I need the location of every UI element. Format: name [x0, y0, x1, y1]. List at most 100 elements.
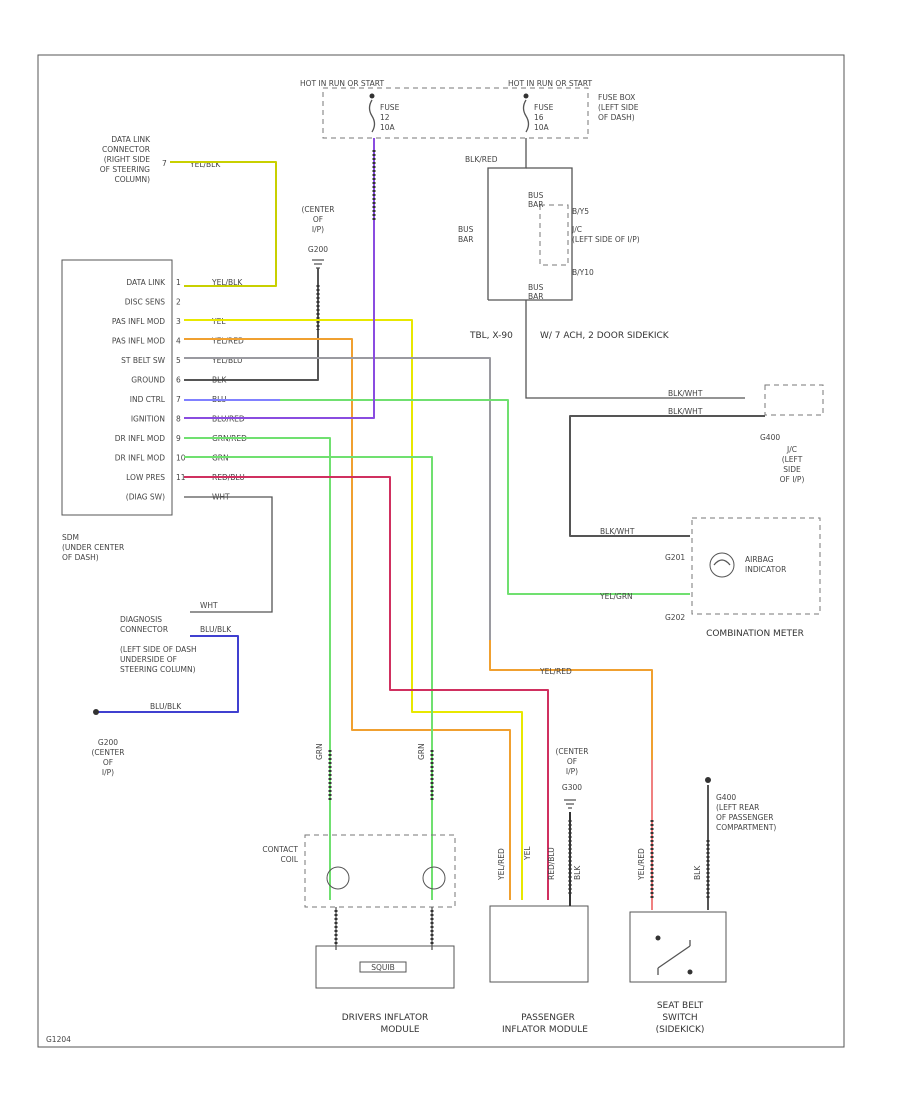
vertical-wire-label: GRN [417, 743, 426, 760]
sdm-pin-number: 3 [176, 317, 181, 326]
ground-wire [184, 268, 319, 381]
airbag-wire-in: BLK/WHT [600, 527, 635, 536]
bus-bar-wire [487, 138, 527, 300]
data-link-wire-label: YEL/BLK [189, 160, 221, 169]
bus-bar-top: BUS [528, 191, 544, 200]
airbag-indicator-lamp [709, 552, 735, 578]
passenger-inflator-module: (CENTER OF I/P) G300 PASSENGER INFLATOR … [489, 747, 589, 1035]
contact-coil: CONTACT COIL [262, 834, 456, 908]
sdm-label: (UNDER CENTER [62, 543, 124, 552]
fuse-right-terminal [523, 93, 529, 99]
sdm-pin-label: GROUND [131, 376, 165, 385]
sdm-pin-label: LOW PRES [126, 473, 165, 482]
footer-code: G1204 [46, 1035, 71, 1044]
sdm-pin-label: IND CTRL [130, 395, 166, 404]
jc-right-label: (LEFT [782, 455, 803, 464]
ground-label: I/P) [312, 225, 324, 234]
bus-bar-bottom: BUS [528, 283, 544, 292]
sdm-pin-number: 10 [176, 454, 186, 463]
contact-coil-box [304, 834, 456, 908]
jc-down-wire [525, 300, 745, 399]
jc-right-label: J/C [786, 445, 797, 454]
door-note: W/ 7 ACH, 2 DOOR SIDEKICK [540, 331, 670, 341]
ground-label: (CENTER [301, 205, 334, 214]
g400-label: G400 [760, 433, 780, 442]
jc-right-label: SIDE [783, 465, 801, 474]
sdm-pin-number: 2 [176, 298, 181, 307]
bus-bar-right [488, 167, 573, 301]
airbag-indicator-label: AIRBAG [745, 555, 774, 564]
passenger-ground-symbol [564, 799, 576, 809]
sdm-pin-label: (DIAG SW) [126, 493, 165, 502]
g200-label: G200 [98, 738, 118, 747]
jc-label: B/Y5 [572, 207, 589, 216]
wire-yel-blu [184, 357, 491, 640]
fuse-box-note: OF DASH) [598, 113, 635, 122]
sdm-wire-label: BLK [212, 376, 227, 385]
body-note: TBL, X-90 [469, 331, 513, 341]
sdm-pin-number: 8 [176, 415, 181, 424]
driver-squib [359, 961, 407, 973]
diag-wire-2: BLU/BLK [200, 625, 232, 634]
vertical-wire-label: RED/BLU [547, 847, 556, 880]
bus-bar-bottom: BAR [528, 292, 544, 301]
switch-pivot [655, 935, 661, 941]
bus-bar-top: BAR [528, 200, 544, 209]
driver-module-label: MODULE [380, 1025, 419, 1035]
passenger-module-box [489, 905, 589, 983]
driver-module-wires [335, 907, 433, 950]
ground-label: G200 [308, 245, 328, 254]
jc-right-label: OF I/P) [780, 475, 805, 484]
switch-contact [657, 940, 691, 975]
data-link-connector: DATA LINK CONNECTOR (RIGHT SIDE OF STEER… [100, 135, 277, 287]
wire-wht [184, 496, 273, 613]
sdm-pin-label: IGNITION [131, 415, 165, 424]
wire-red-blu [184, 476, 549, 900]
connector-markers [316, 150, 710, 945]
coil-left [326, 866, 350, 890]
data-link-pin: 7 [162, 159, 167, 168]
seat-belt-switch: G400 (LEFT REAR OF PASSENGER COMPARTMENT… [629, 793, 776, 1035]
seat-belt-ground-terminal [705, 777, 711, 783]
contact-coil-label: COIL [280, 855, 298, 864]
sdm-wire-label: YEL/RED [211, 337, 244, 346]
sdm-pin-number: 9 [176, 434, 181, 443]
sdm-pin-number: 6 [176, 376, 181, 385]
sdm-pin-label: DISC SENS [125, 298, 165, 307]
jc-return-wire [569, 415, 765, 537]
wire-yel [184, 319, 523, 900]
passenger-ground-label: OF [567, 757, 577, 766]
fuse-right-number: 16 [534, 113, 544, 122]
fuse-header-left: HOT IN RUN OR START [300, 79, 384, 88]
fuse-left-amp: 10A [380, 123, 396, 132]
vertical-wire-label: YEL/RED [497, 848, 506, 881]
switch-pivot [687, 969, 693, 975]
sdm-label: OF DASH) [62, 553, 99, 562]
passenger-module-label: INFLATOR MODULE [502, 1025, 588, 1035]
seat-belt-switch-box [629, 911, 727, 983]
diagnosis-connector: DIAGNOSIS CONNECTOR (LEFT SIDE OF DASH U… [91, 601, 239, 777]
ground-symbol [312, 259, 324, 269]
driver-squib-label: SQUIB [371, 963, 395, 972]
g202-label: G202 [665, 613, 685, 622]
diag-wire-1: WHT [200, 601, 218, 610]
g201-label: G201 [665, 553, 685, 562]
seat-belt-label: SWITCH [662, 1013, 697, 1023]
seat-belt-label: (SIDEKICK) [656, 1025, 705, 1035]
sdm-wire-label: YEL [211, 317, 226, 326]
sdm-pin-number: 11 [176, 473, 186, 482]
diag-label: UNDERSIDE OF [120, 655, 177, 664]
sdm-pin-label: PAS INFL MOD [112, 317, 165, 326]
seat-belt-label: SEAT BELT [657, 1001, 704, 1011]
jc-dashed-box [539, 204, 569, 266]
sdm-pin-label: DATA LINK [126, 278, 166, 287]
bus-bar-text: BAR [458, 235, 474, 244]
fuse-box-note: FUSE BOX [598, 93, 635, 102]
fuse-right-amp: 10A [534, 123, 550, 132]
jc-label: (LEFT SIDE OF I/P) [572, 235, 640, 244]
sdm-wire-label: YEL/BLU [211, 356, 242, 365]
jc-wire-label-1: BLK/WHT [668, 389, 703, 398]
wire-blu-red [184, 138, 375, 419]
sdm-label: SDM [62, 533, 79, 542]
